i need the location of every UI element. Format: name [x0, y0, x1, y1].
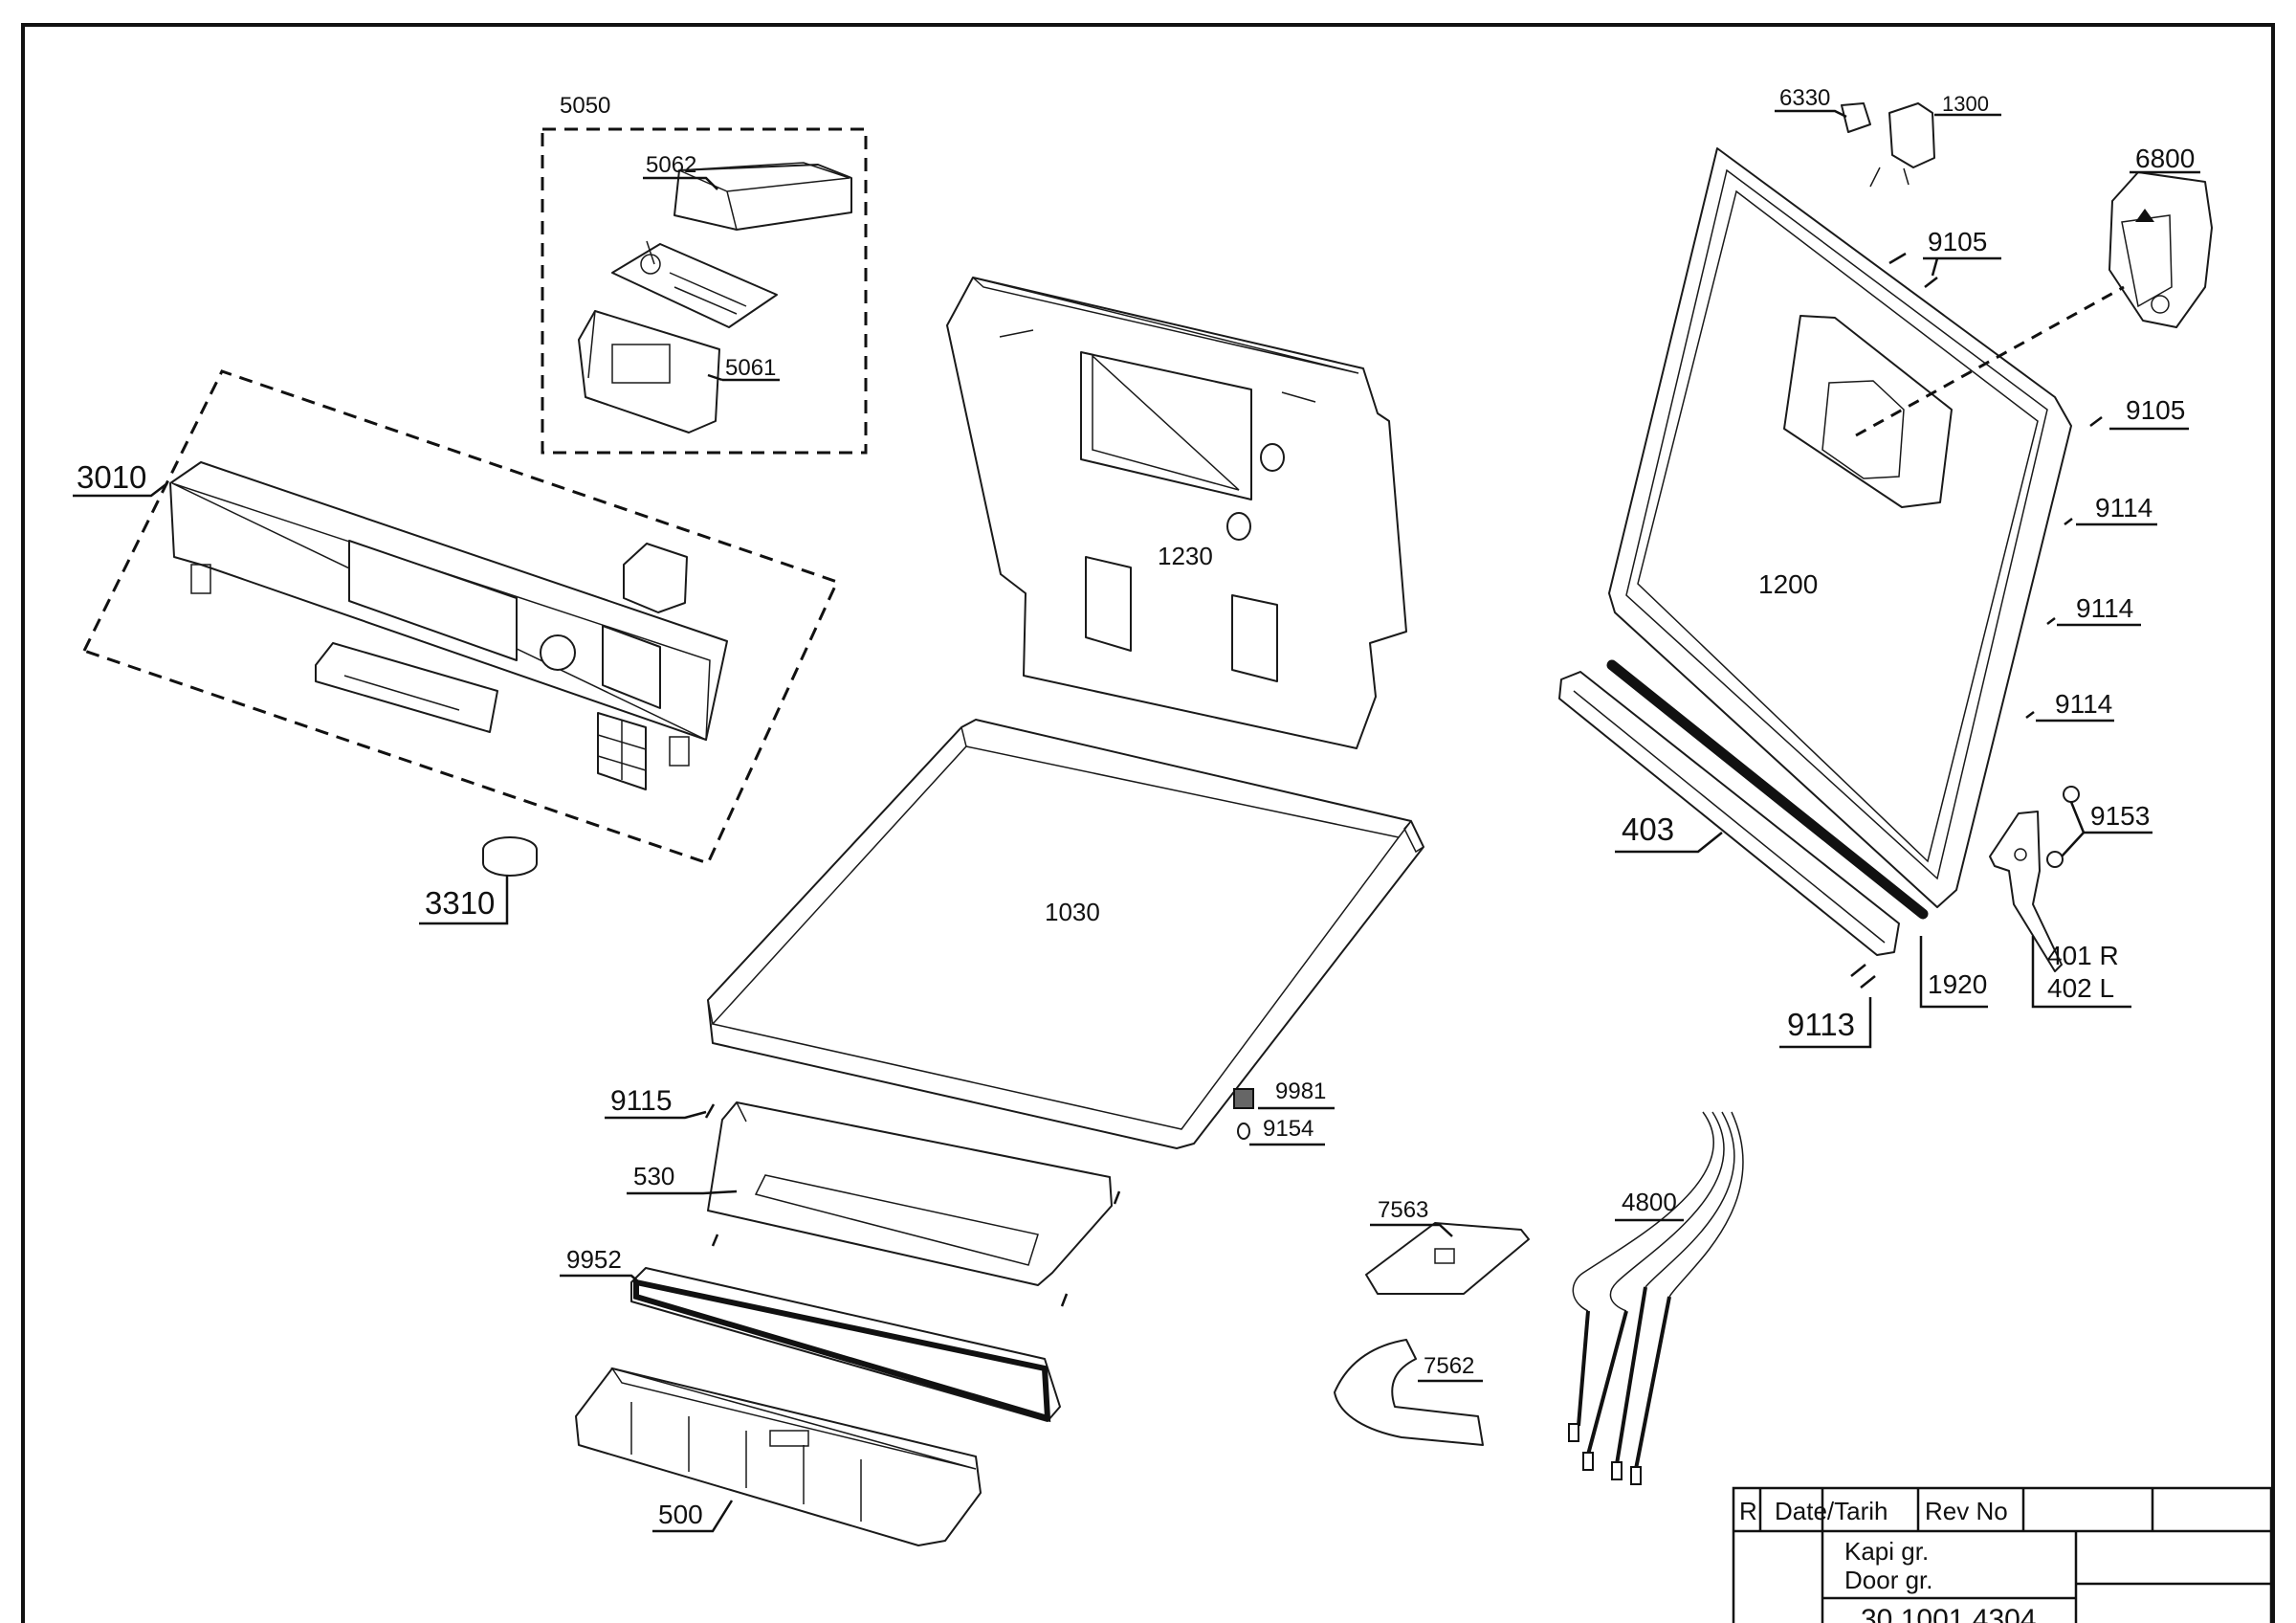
label-3310: 3310	[425, 885, 495, 921]
label-1300: 1300	[1942, 92, 1989, 116]
part-1030-frame	[707, 719, 1424, 1149]
label-4800: 4800	[1622, 1188, 1677, 1216]
label-1230: 1230	[1158, 542, 1213, 570]
label-1030: 1030	[1045, 898, 1100, 926]
part-1300-lock	[1869, 102, 1935, 188]
label-6800: 6800	[2135, 144, 2195, 173]
group-5050-dashed-box	[541, 127, 868, 455]
part-5062-cover	[673, 162, 852, 231]
part-5061-module	[578, 310, 720, 434]
label-9105-top: 9105	[1928, 227, 1987, 256]
part-401r-402l-hinge	[1989, 811, 2063, 972]
part-1920-gasket	[1606, 659, 1929, 920]
part-6800-dispenser	[2108, 171, 2213, 328]
title-name-line1: Kapi gr.	[1844, 1537, 1929, 1566]
label-9105-right: 9105	[2126, 395, 2185, 425]
group-3010-dashed-box	[81, 369, 840, 865]
label-401r: 401 R	[2047, 941, 2119, 970]
label-9113: 9113	[1787, 1007, 1855, 1042]
label-9981: 9981	[1275, 1078, 1326, 1104]
part-board-pcb	[611, 240, 778, 328]
label-7562: 7562	[1424, 1353, 1474, 1379]
part-4800-harness	[1568, 1111, 1744, 1485]
title-part-number: 30 1001 4304	[1861, 1604, 2037, 1623]
part-7562-duct	[1334, 1339, 1484, 1446]
part-530-bracket	[707, 1101, 1113, 1286]
label-1920: 1920	[1928, 969, 1987, 999]
part-9154-washer	[1237, 1123, 1250, 1140]
part-1230-insulation	[946, 277, 1407, 749]
label-500: 500	[658, 1500, 703, 1529]
label-402l: 402 L	[2047, 973, 2114, 1003]
label-7563: 7563	[1378, 1197, 1428, 1223]
part-9115-screw	[704, 1103, 716, 1119]
label-5061: 5061	[725, 355, 776, 381]
part-403-rail	[1558, 671, 1900, 956]
part-500-plinth	[575, 1367, 982, 1546]
label-9114-a: 9114	[2095, 493, 2152, 522]
part-9981-clip	[1233, 1088, 1254, 1109]
part-9952-strip	[630, 1267, 1061, 1423]
label-9153: 9153	[2090, 801, 2150, 831]
label-1200: 1200	[1758, 569, 1818, 599]
part-display-button	[623, 543, 688, 613]
label-3010: 3010	[77, 459, 146, 495]
part-keypad	[597, 712, 647, 790]
label-9952: 9952	[566, 1245, 622, 1274]
title-block	[1732, 1486, 2273, 1623]
label-9154: 9154	[1263, 1116, 1314, 1142]
title-date-header: Date/Tarih	[1775, 1497, 1888, 1525]
title-name-line2: Door gr.	[1844, 1566, 1933, 1594]
title-rev-mark: R	[1739, 1497, 1757, 1525]
label-9114-c: 9114	[2055, 689, 2112, 719]
label-6330: 6330	[1779, 85, 1830, 111]
part-3010-control-panel	[169, 461, 728, 767]
part-handle-strip	[315, 642, 498, 733]
label-403: 403	[1622, 812, 1674, 847]
label-5062: 5062	[646, 152, 696, 178]
part-6330-latch	[1841, 102, 1871, 133]
part-1200-outer-door	[1608, 147, 2072, 908]
title-rev-header: Rev No	[1925, 1497, 2008, 1525]
label-530: 530	[633, 1162, 674, 1190]
dispenser-alignment-line	[1855, 285, 2125, 437]
drawing-border	[21, 23, 2275, 1623]
label-9114-b: 9114	[2076, 593, 2133, 623]
label-5050: 5050	[560, 93, 610, 119]
part-7563-bracket	[1365, 1222, 1530, 1295]
label-9115: 9115	[610, 1085, 673, 1117]
part-3310-knob	[482, 836, 538, 877]
